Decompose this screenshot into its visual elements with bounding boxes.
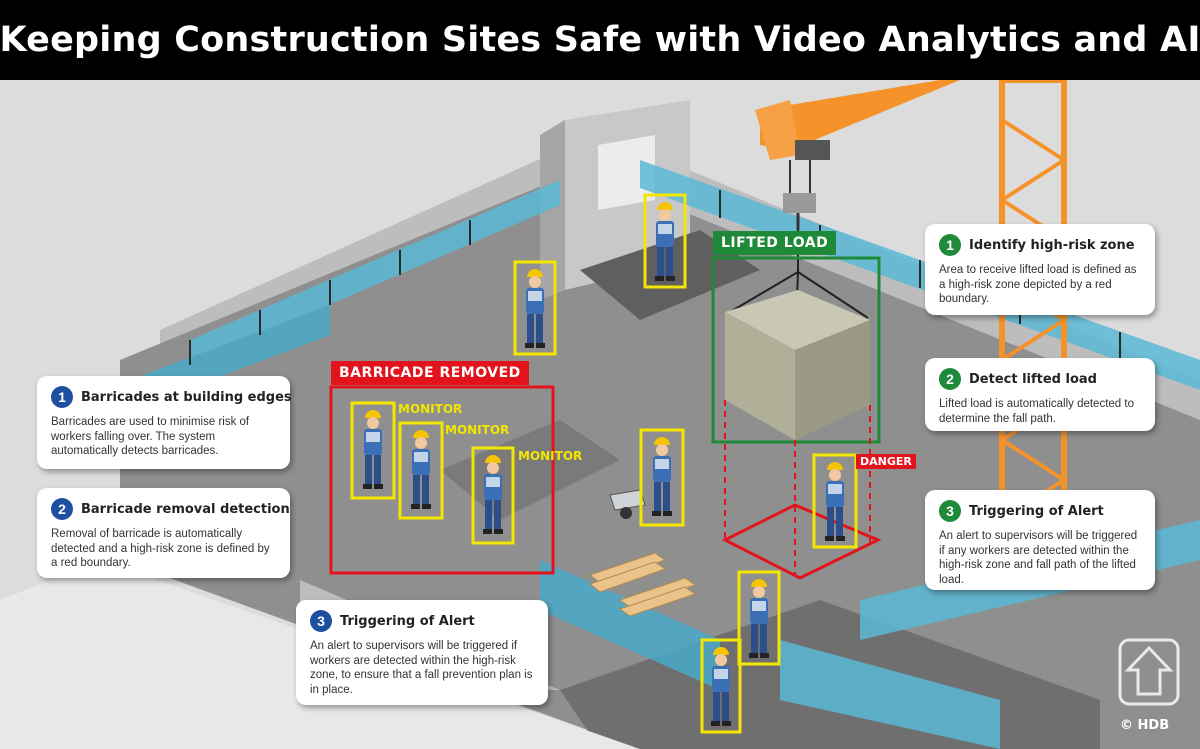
worker-detection-boxes xyxy=(350,193,858,734)
worker xyxy=(655,202,675,281)
worker xyxy=(825,462,845,541)
copyright-text: © HDB xyxy=(1120,718,1170,733)
left-card-1: 1 Barricades at building edges Barricades… xyxy=(37,376,292,469)
page-title: Keeping Construction Sites Safe with Vid… xyxy=(0,20,1200,60)
card-title: Identify high-risk zone xyxy=(969,237,1135,253)
timber-planks xyxy=(588,552,697,617)
card-body: Barricades are used to minimise risk of … xyxy=(51,416,250,457)
step-badge: 3 xyxy=(939,500,961,522)
card-title: Triggering of Alert xyxy=(969,503,1104,519)
card-title: Barricade removal detection xyxy=(81,501,290,517)
card-body: An alert to supervisors will be triggere… xyxy=(310,640,533,696)
monitor-tag-3: MONITOR xyxy=(518,449,583,463)
monitor-tag-1: MONITOR xyxy=(398,402,463,416)
step-badge: 3 xyxy=(310,610,332,632)
worker xyxy=(749,579,769,658)
step-badge: 1 xyxy=(939,234,961,256)
title-bar: Keeping Construction Sites Safe with Vid… xyxy=(0,0,1200,80)
card-body: Lifted load is automatically detected to… xyxy=(939,398,1134,425)
left-card-2: 2 Barricade removal detection Removal of … xyxy=(37,488,290,578)
card-title: Detect lifted load xyxy=(969,371,1097,387)
barricade-removed-zone xyxy=(329,385,555,575)
workers xyxy=(363,202,845,726)
step-badge: 2 xyxy=(51,498,73,520)
right-card-3: 3 Triggering of Alert An alert to supervi… xyxy=(925,490,1155,590)
card-title: Barricades at building edges xyxy=(81,389,292,405)
worker xyxy=(652,437,672,516)
card-body: An alert to supervisors will be triggere… xyxy=(939,530,1138,586)
step-badge: 2 xyxy=(939,368,961,390)
danger-tag: DANGER xyxy=(856,454,916,469)
monitor-tag-2: MONITOR xyxy=(445,423,510,437)
card-title: Triggering of Alert xyxy=(340,613,475,629)
card-body: Removal of barricade is automatically de… xyxy=(51,528,270,569)
worker xyxy=(483,455,503,534)
left-card-3: 3 Triggering of Alert An alert to supervi… xyxy=(296,600,548,705)
barricade-removed-label: BARRICADE REMOVED xyxy=(331,361,529,385)
right-card-1: 1 Identify high-risk zone Area to receive… xyxy=(925,224,1155,315)
worker xyxy=(525,269,545,348)
worker xyxy=(363,410,383,489)
worker xyxy=(711,647,731,726)
hdb-logo xyxy=(1118,638,1180,706)
right-card-2: 2 Detect lifted load Lifted load is autom… xyxy=(925,358,1155,431)
lifted-load-label: LIFTED LOAD xyxy=(713,231,837,255)
worker xyxy=(411,430,431,509)
card-body: Area to receive lifted load is defined a… xyxy=(939,264,1137,305)
landing-high-risk-zone xyxy=(721,503,882,580)
lifted-load xyxy=(725,230,870,440)
wheelbarrow xyxy=(609,489,646,519)
step-badge: 1 xyxy=(51,386,73,408)
